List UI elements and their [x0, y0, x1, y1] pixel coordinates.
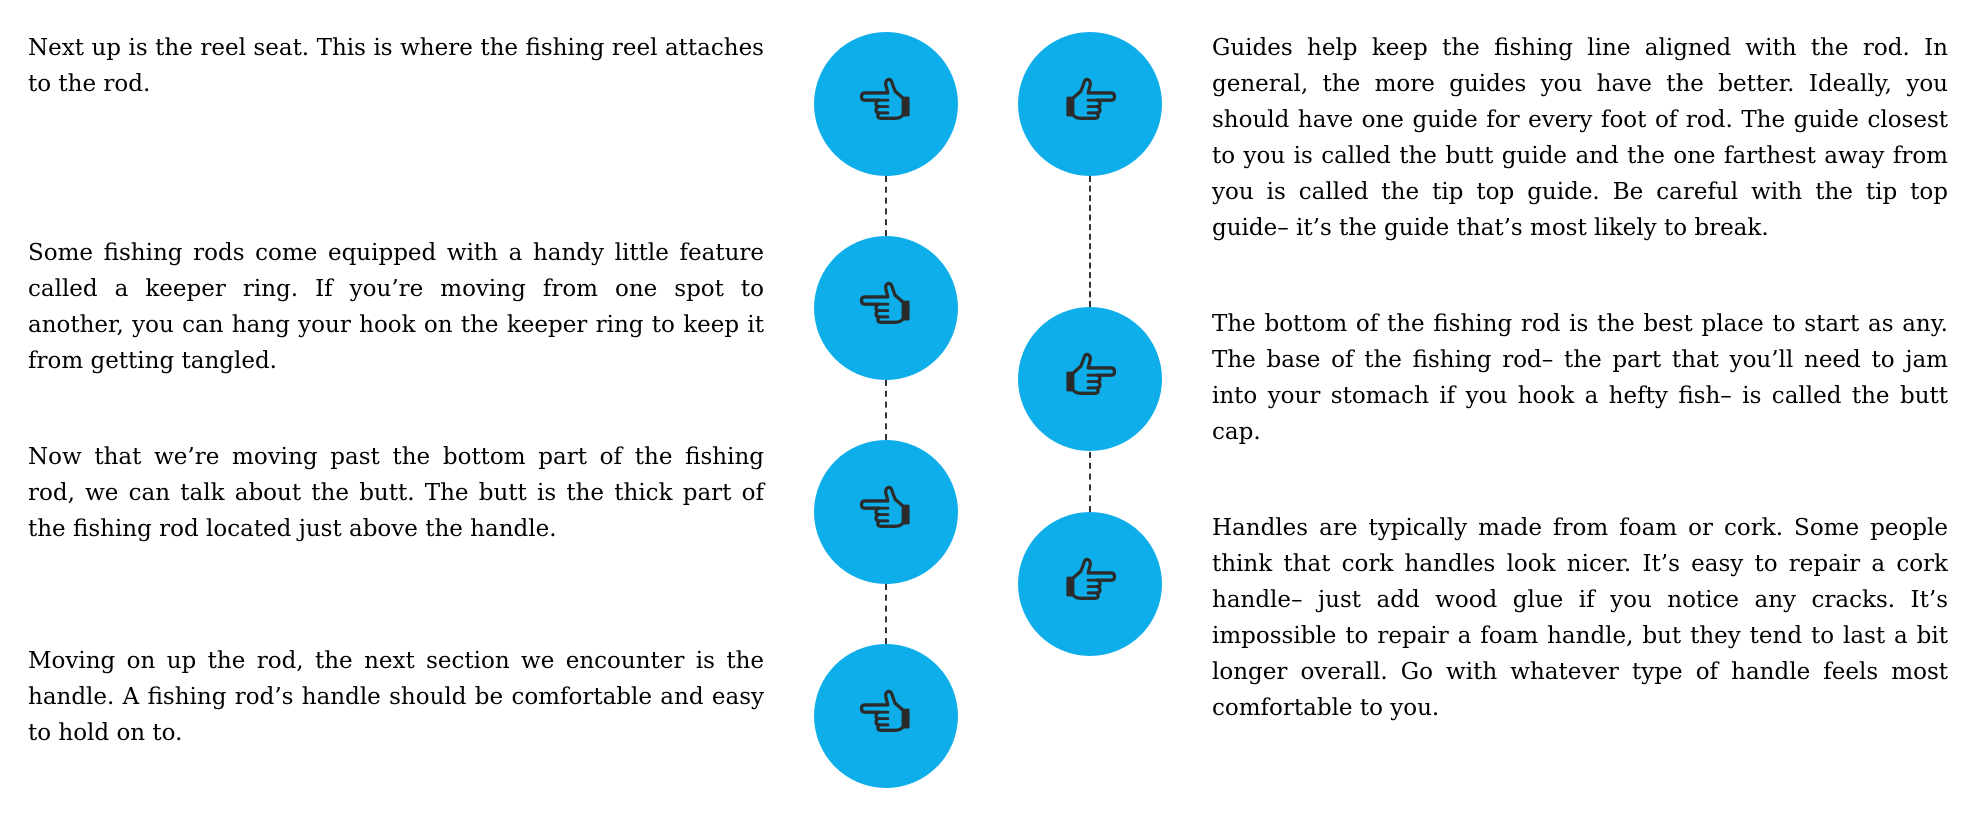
right-timeline-node-2 [1018, 307, 1162, 451]
left-timeline-connector [885, 584, 887, 644]
hand-pointing-left-icon [857, 481, 915, 544]
hand-pointing-right-icon [1061, 348, 1119, 411]
right-timeline-node-1 [1018, 32, 1162, 176]
left-timeline-node-1 [814, 32, 958, 176]
left-item-text-1: Next up is the reel seat. This is where … [28, 35, 764, 97]
right-item-text-1: Guides help keep the fishing line aligne… [1212, 35, 1948, 241]
left-timeline-connector [885, 380, 887, 440]
left-item-text-2: Some fishing rods come equipped with a h… [28, 240, 764, 374]
right-timeline-connector [1089, 176, 1091, 307]
left-timeline-connector [885, 176, 887, 236]
hand-pointing-left-icon [857, 277, 915, 340]
right-timeline-node-3 [1018, 512, 1162, 656]
left-timeline-node-3 [814, 440, 958, 584]
right-item-text-3: Handles are typically made from foam or … [1212, 515, 1948, 721]
right-timeline-connector [1089, 452, 1091, 512]
left-timeline-node-2 [814, 236, 958, 380]
left-item-text-4: Moving on up the rod, the next section w… [28, 648, 764, 746]
left-timeline-node-4 [814, 644, 958, 788]
hand-pointing-left-icon [857, 685, 915, 748]
left-item-text-3: Now that we’re moving past the bottom pa… [28, 444, 764, 542]
hand-pointing-right-icon [1061, 73, 1119, 136]
right-item-text-2: The bottom of the fishing rod is the bes… [1212, 311, 1948, 445]
hand-pointing-right-icon [1061, 553, 1119, 616]
hand-pointing-left-icon [857, 73, 915, 136]
